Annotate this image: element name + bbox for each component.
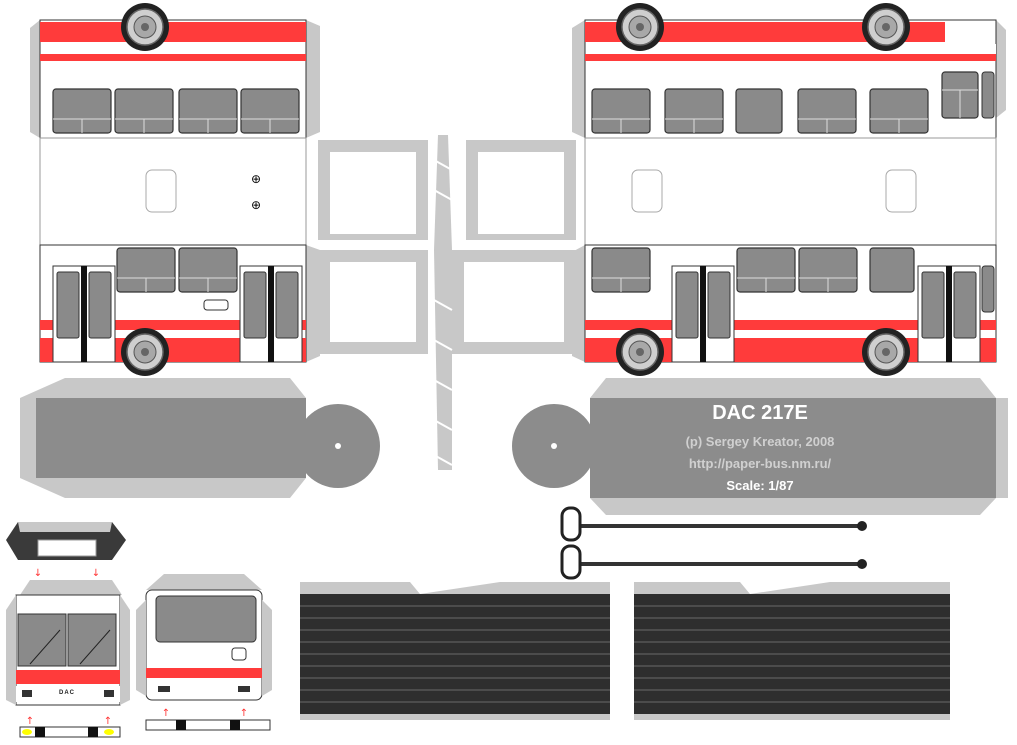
svg-text:⊕: ⊕: [251, 172, 261, 186]
model-title: DAC 217E: [712, 402, 808, 424]
center-pieces: [318, 135, 576, 470]
scale-label: Scale: 1/87: [726, 478, 794, 493]
tread-strip-left: [299, 582, 611, 720]
svg-text:↑: ↑: [104, 716, 112, 727]
left-base-plate: [20, 378, 380, 498]
tread-strip-right: [634, 582, 950, 720]
front-roof-piece: [6, 522, 126, 560]
trolley-poles: [560, 506, 867, 580]
svg-text:↑: ↑: [162, 708, 170, 719]
rear-face: ↑ ↑: [136, 574, 272, 731]
front-face: ↓ ↓ ↑ ↑: [6, 568, 130, 738]
svg-text:↑: ↑: [240, 708, 248, 719]
right-side-panel: [572, 2, 1006, 377]
author-credit: (p) Sergey Kreator, 2008: [685, 434, 835, 449]
right-base-plate: [512, 378, 1008, 515]
front-badge: DAC: [59, 690, 75, 696]
svg-text:↓: ↓: [92, 568, 100, 579]
svg-text:⊕: ⊕: [251, 198, 261, 212]
svg-text:↑: ↑: [26, 716, 34, 727]
website-link[interactable]: http://paper-bus.nm.ru/: [688, 456, 832, 471]
left-side-panel: ⊕ ⊕: [30, 2, 320, 377]
svg-text:↓: ↓: [34, 568, 42, 579]
